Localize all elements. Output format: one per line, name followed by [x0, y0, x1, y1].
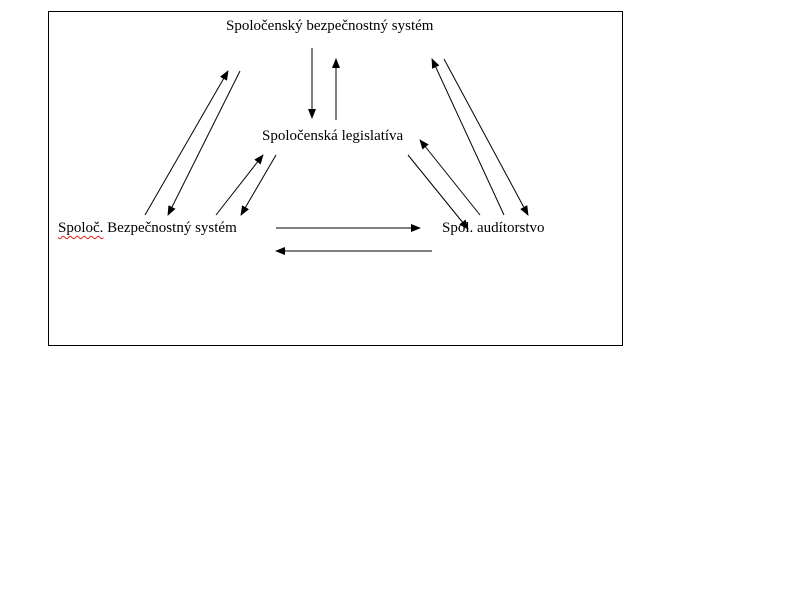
arrow-top-to-left	[167, 70, 241, 216]
node-left-rest: Bezpečnostný systém	[103, 220, 237, 236]
node-top-label: Spoločenský bezpečnostný systém	[226, 18, 434, 34]
node-left-abbrev: Spoloč.	[58, 220, 104, 236]
arrow-middle-to-left	[240, 154, 277, 216]
arrow-top-to-right	[443, 58, 529, 216]
arrow-right-to-top	[431, 58, 505, 216]
node-right-rest: audítorstvo	[473, 220, 545, 236]
node-right-label: Spol. audítorstvo	[442, 219, 545, 237]
node-left-label: Spoloč. Bezpečnostný systém	[58, 219, 237, 237]
arrow-left-to-middle	[215, 154, 264, 216]
arrow-left-to-top	[144, 70, 229, 216]
arrow-middle-to-right	[407, 154, 469, 230]
arrow-right-to-middle	[419, 139, 481, 216]
node-right-abbrev: Spol.	[442, 220, 474, 236]
node-middle-label: Spoločenská legislatíva	[262, 128, 404, 144]
